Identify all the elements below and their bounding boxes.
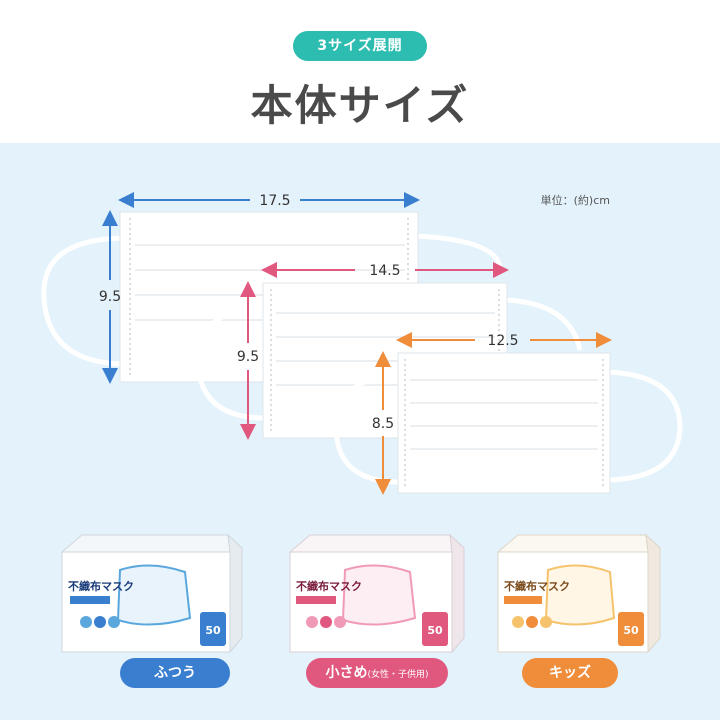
height-label-small: 8.5 xyxy=(372,416,394,432)
label-regular-text: ふつう xyxy=(154,665,196,681)
package-title-kids: 不織布マスク xyxy=(504,579,570,593)
page-title: 本体サイズ xyxy=(250,81,470,130)
label-small-sub: (女性・子供用) xyxy=(367,670,429,680)
unit-note: 単位：(約)cm xyxy=(540,194,610,207)
mask-small xyxy=(333,352,683,494)
label-kids-text: キッズ xyxy=(549,665,591,681)
width-label-large: 17.5 xyxy=(259,193,290,209)
package-title-regular: 不織布マスク xyxy=(68,579,134,593)
label-small: 小さめ(女性・子供用) xyxy=(306,658,448,688)
package-box-regular: 不織布マスク 50 xyxy=(60,533,243,654)
package-count-regular: 50 xyxy=(205,624,221,637)
package-count-kids: 50 xyxy=(623,624,639,637)
width-label-small: 12.5 xyxy=(487,333,518,349)
package-title-small: 不織布マスク xyxy=(296,579,362,593)
header: 3サイズ展開 本体サイズ xyxy=(0,0,720,143)
width-label-medium: 14.5 xyxy=(369,263,400,279)
label-kids: キッズ xyxy=(522,658,618,688)
size-badge: 3サイズ展開 xyxy=(293,31,427,61)
label-small-text: 小さめ xyxy=(325,665,368,681)
package-box-small: 不織布マスク 50 xyxy=(288,533,465,654)
height-label-large: 9.5 xyxy=(99,289,121,305)
package-count-small: 50 xyxy=(427,624,443,637)
package-box-kids: 不織布マスク 50 xyxy=(496,533,661,654)
height-label-medium: 9.5 xyxy=(237,349,259,365)
label-regular: ふつう xyxy=(120,658,230,688)
